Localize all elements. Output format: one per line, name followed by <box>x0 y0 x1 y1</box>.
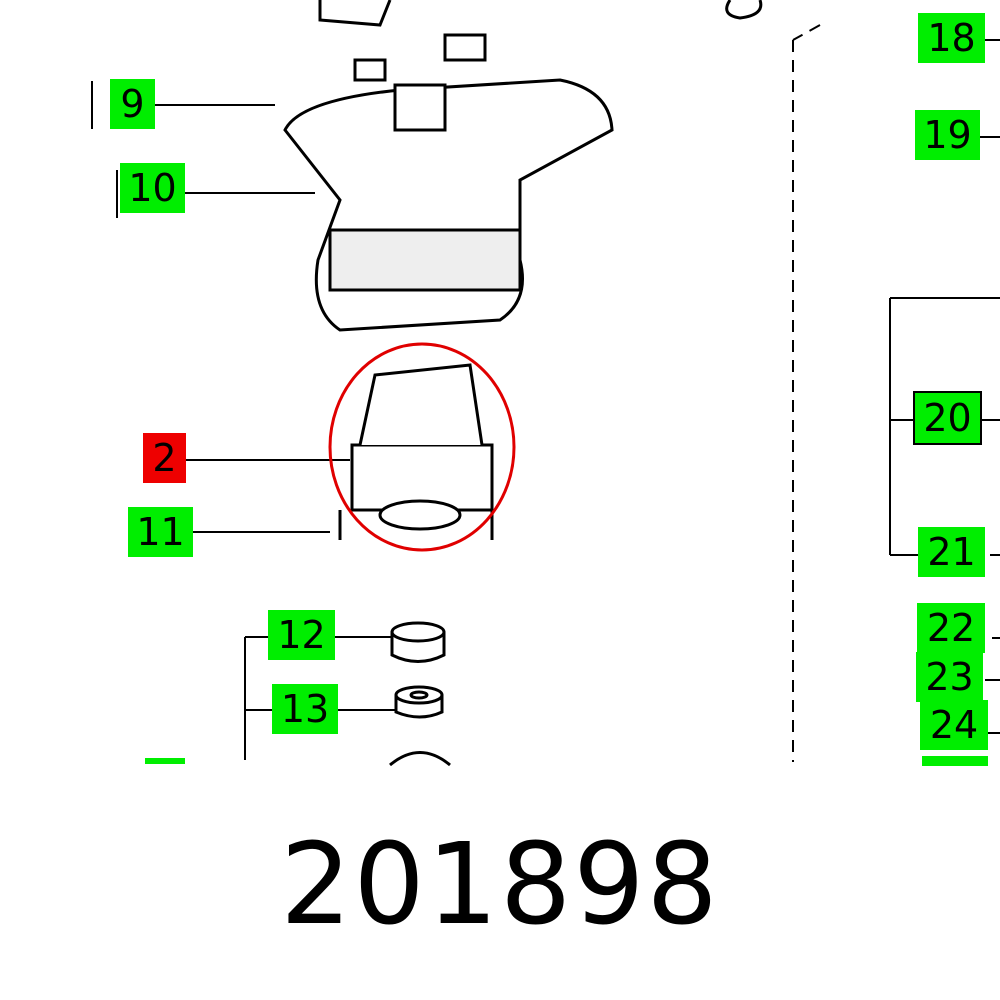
callout-9[interactable]: 9 <box>110 79 155 129</box>
callout-11[interactable]: 11 <box>128 507 193 557</box>
callout-12[interactable]: 12 <box>268 610 335 660</box>
callout-19[interactable]: 19 <box>915 110 980 160</box>
fan-part <box>389 751 451 767</box>
part-number: 201898 <box>280 820 720 950</box>
callout-13[interactable]: 13 <box>272 684 338 734</box>
callout-21[interactable]: 21 <box>918 527 985 577</box>
callout-23[interactable]: 23 <box>916 652 983 702</box>
callout-22[interactable]: 22 <box>917 603 985 653</box>
callout-18[interactable]: 18 <box>918 13 985 63</box>
highlight-circle <box>328 342 516 552</box>
callout-24[interactable]: 24 <box>920 700 988 750</box>
callout-10[interactable]: 10 <box>120 163 185 213</box>
motor-housing <box>283 0 763 332</box>
stator-part <box>338 363 494 540</box>
callout-2[interactable]: 2 <box>143 433 186 483</box>
callout-20[interactable]: 20 <box>913 391 982 445</box>
